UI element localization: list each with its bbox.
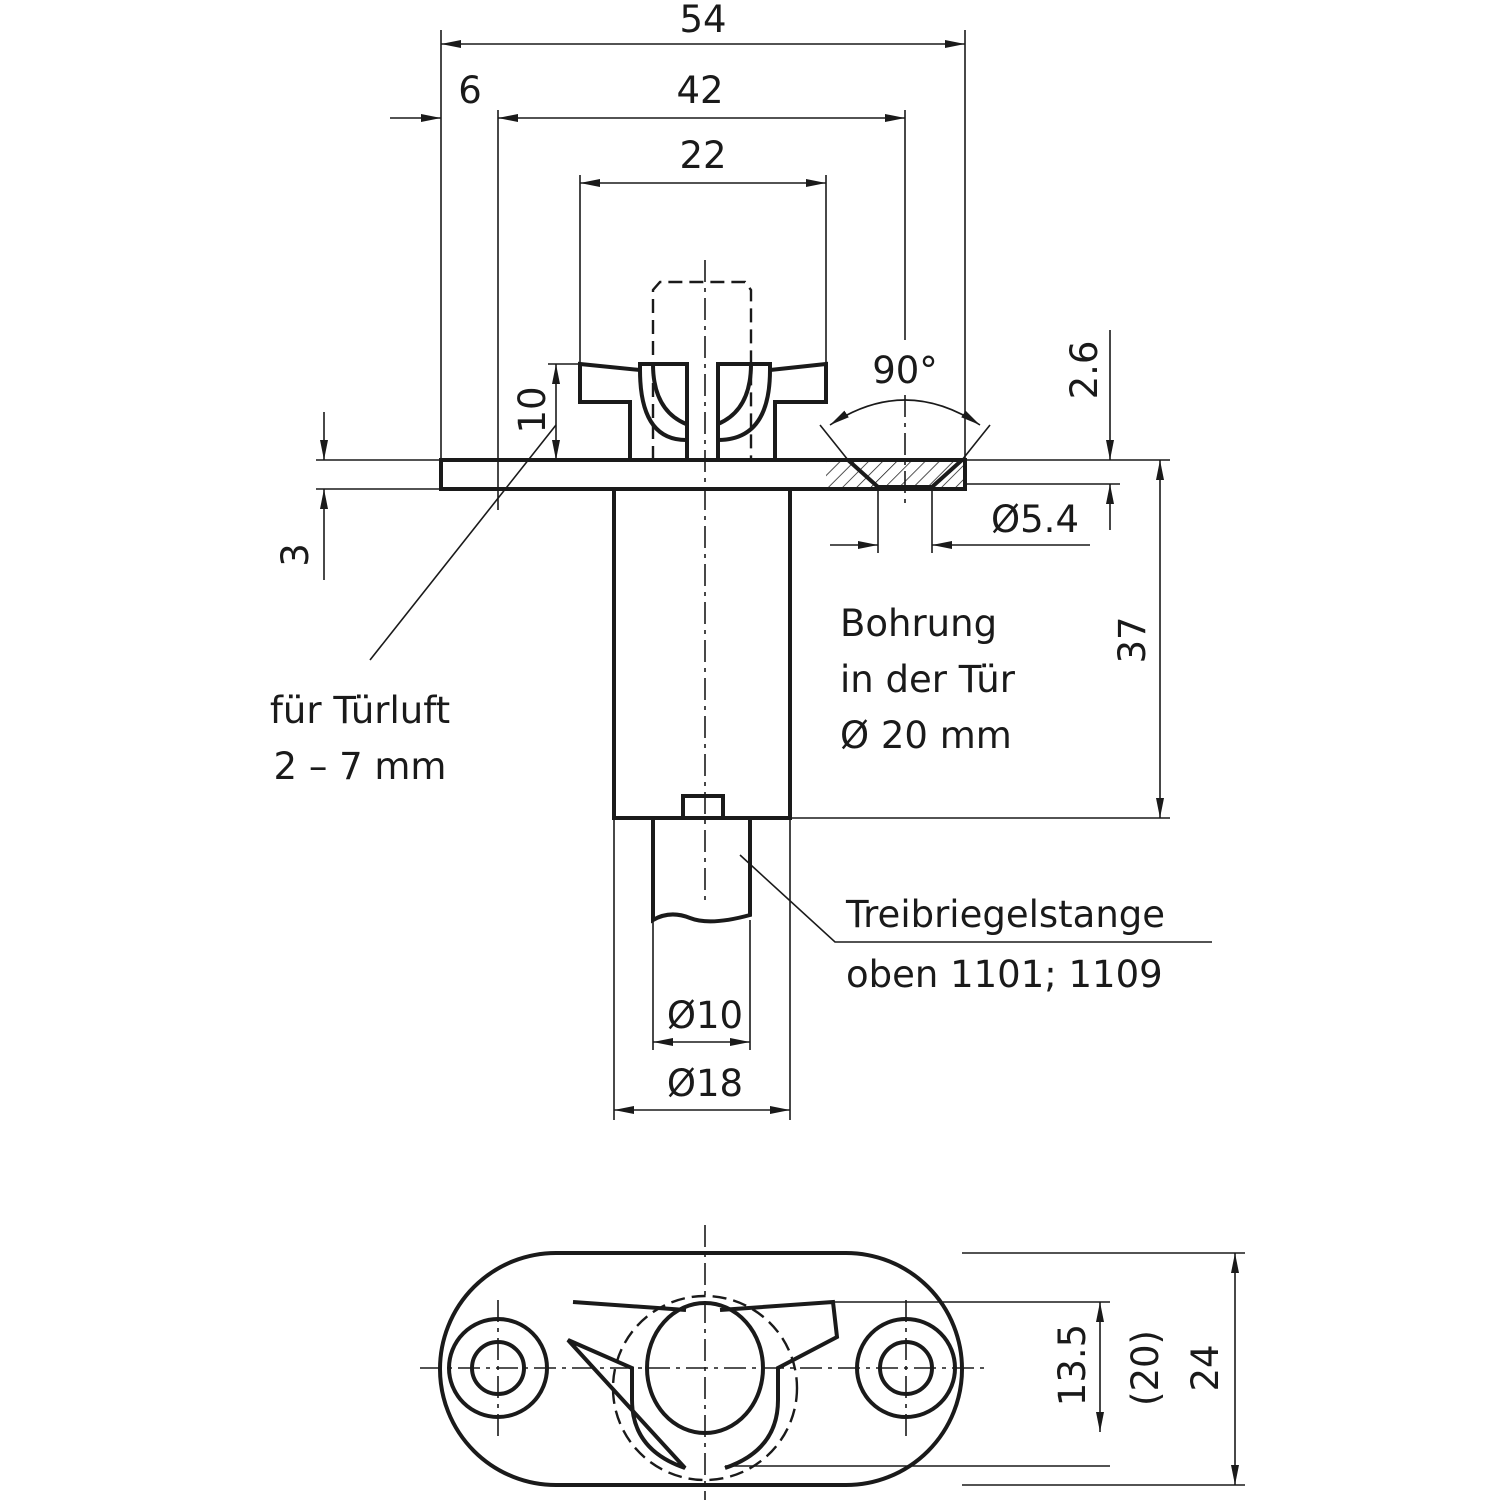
wing-left xyxy=(578,361,689,460)
dim-90deg: 90° xyxy=(872,349,938,392)
dim-42: 42 xyxy=(676,69,723,112)
rod xyxy=(651,818,752,924)
wing-top-view xyxy=(566,1299,840,1470)
note-rod-1: Treibriegelstange xyxy=(845,893,1165,936)
note-rod-2: oben 1101; 1109 xyxy=(846,953,1163,996)
dim-22: 22 xyxy=(679,134,726,177)
dim-13-5: 13.5 xyxy=(1051,1324,1094,1406)
hatched-section xyxy=(826,462,963,487)
note-bore-2: in der Tür xyxy=(840,658,1016,701)
notch xyxy=(681,794,725,818)
dim-10: 10 xyxy=(511,386,554,433)
dim-6: 6 xyxy=(458,69,482,112)
bottom-view xyxy=(420,1225,1245,1500)
dim-2-6: 2.6 xyxy=(1063,341,1106,400)
dim-24: 24 xyxy=(1184,1344,1227,1391)
dim-54: 54 xyxy=(679,0,726,41)
wing-right xyxy=(716,361,828,460)
side-view xyxy=(439,260,967,924)
dim-37: 37 xyxy=(1111,616,1154,663)
dim-tube-diameter: Ø18 xyxy=(667,1062,743,1105)
dimensions xyxy=(316,30,1212,1120)
hidden-pin xyxy=(651,280,753,460)
note-bore-3: Ø 20 mm xyxy=(840,714,1012,757)
note-bore-1: Bohrung xyxy=(840,602,997,645)
dim-rod-diameter: Ø10 xyxy=(667,994,743,1037)
dim-3: 3 xyxy=(274,543,317,567)
note-door-gap-2: 2 – 7 mm xyxy=(274,745,447,788)
oval-plate xyxy=(438,1251,964,1487)
tube xyxy=(612,487,792,820)
dim-20: (20) xyxy=(1124,1330,1167,1406)
note-door-gap-1: für Türluft xyxy=(270,689,450,732)
dim-hole-diameter: Ø5.4 xyxy=(991,498,1079,541)
